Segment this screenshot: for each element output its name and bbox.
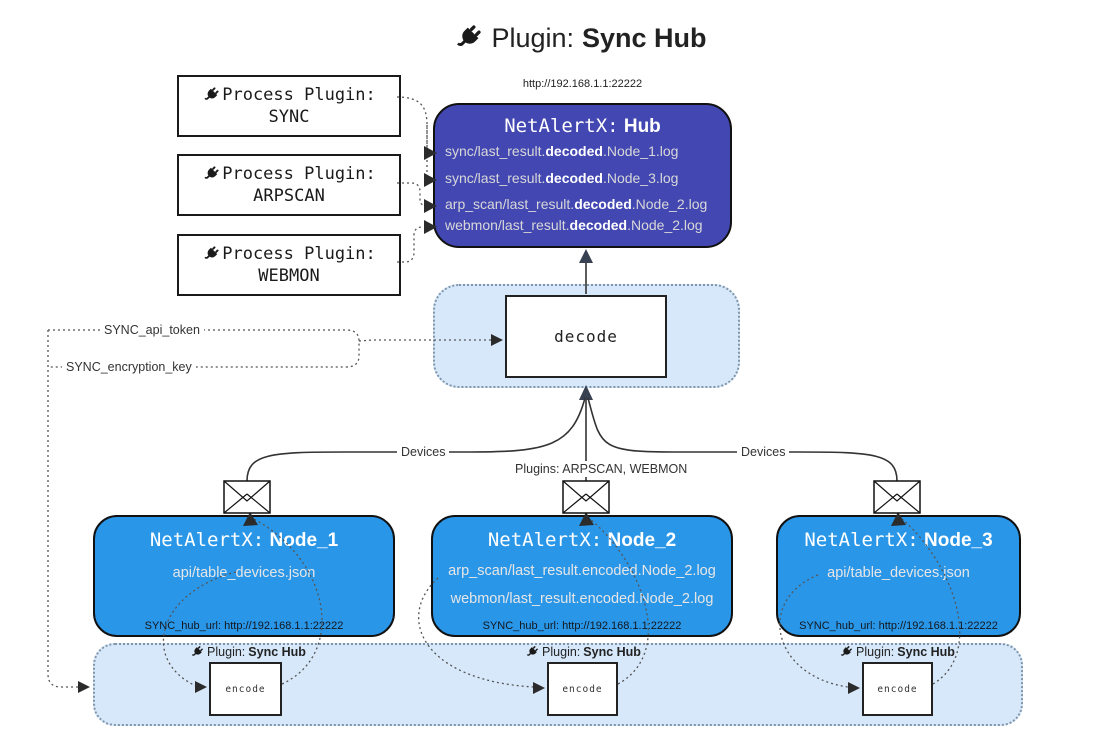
page-title-prefix: Plugin: [491,22,575,53]
hub-title-prefix: NetAlertX: [504,115,619,137]
hub-log-line: sync/last_result.decoded.Node_1.log [445,143,679,159]
hub-box: NetAlertX: Hub sync/last_result.decoded.… [433,103,732,248]
plug-icon [453,23,483,53]
process-plugin-label: Process Plugin: [222,244,376,264]
encode-box: encode [862,662,933,716]
node-hub-url: SYNC_hub_url: http://192.168.1.1:22222 [482,620,682,632]
hub-title-name: Hub [623,116,661,137]
sync-api-token-label: SYNC_api_token [100,322,204,338]
node-box-node-3: NetAlertX: Node_3 api/table_devices.json… [776,515,1021,637]
encode-plugin-label: Plugin: Sync Hub [817,645,977,659]
sync-encryption-key-label: SYNC_encryption_key [62,359,196,375]
hub-log-line: arp_scan/last_result.decoded.Node_2.log [445,196,708,212]
plugins-edge-label: Plugins: ARPSCAN, WEBMON [511,461,692,477]
envelope-icon [562,480,610,514]
node-file: arp_scan/last_result.encoded.Node_2.log [448,563,716,579]
plug-icon [202,86,220,104]
envelope-icon [223,480,271,514]
page-title: Plugin: Sync Hub [330,16,830,60]
node-title: NetAlertX: Node_1 [149,529,339,551]
node-box-node-2: NetAlertX: Node_2 arp_scan/last_result.e… [431,515,733,637]
process-plugin-name: SYNC [268,107,310,127]
plug-icon [839,645,853,659]
node-file: api/table_devices.json [827,565,970,581]
node-box-node-1: NetAlertX: Node_1 api/table_devices.json… [93,515,395,637]
process-plugin-name: WEBMON [258,266,320,286]
node-file: api/table_devices.json [172,565,316,581]
encode-box: encode [209,662,282,716]
devices-edge-label-right: Devices [737,444,790,460]
encode-plugin-label: Plugin: Sync Hub [503,645,663,659]
node-title: NetAlertX: Node_3 [804,529,993,551]
plug-icon [202,245,220,263]
hub-url-label: http://192.168.1.1:22222 [522,78,643,90]
node-hub-url: SYNC_hub_url: http://192.168.1.1:22222 [144,620,344,632]
encode-plugin-label: Plugin: Sync Hub [168,645,328,659]
page-title-name: Sync Hub [582,22,707,53]
plugin-dotted-connectors [396,96,437,263]
process-plugin-box-sync: Process Plugin: SYNC [177,75,401,137]
encode-box: encode [547,662,618,716]
plug-icon [190,645,204,659]
hub-title: NetAlertX: Hub [435,115,730,138]
process-plugin-label: Process Plugin: [222,164,376,184]
envelope-icon [873,480,921,514]
decode-box: decode [505,295,667,378]
hub-log-line: webmon/last_result.decoded.Node_2.log [445,217,703,233]
node-file: webmon/last_result.encoded.Node_2.log [450,591,714,607]
process-plugin-label: Process Plugin: [222,85,376,105]
plug-icon [202,165,220,183]
process-plugin-box-arpscan: Process Plugin: ARPSCAN [177,154,401,216]
secrets-dotted-connectors [47,329,503,693]
process-plugin-box-webmon: Process Plugin: WEBMON [177,234,401,296]
process-plugin-name: ARPSCAN [253,186,325,206]
devices-edge-label-left: Devices [397,444,450,460]
hub-log-line: sync/last_result.decoded.Node_3.log [445,170,679,186]
node-hub-url: SYNC_hub_url: http://192.168.1.1:22222 [799,620,998,632]
node-title: NetAlertX: Node_2 [487,529,677,551]
plug-icon [525,645,539,659]
